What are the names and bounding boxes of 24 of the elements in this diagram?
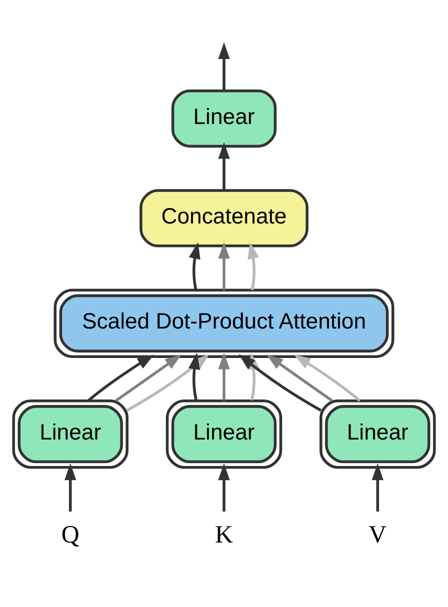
arrow (266, 354, 333, 402)
node-box: Linear (171, 89, 277, 148)
node-text: V (368, 522, 387, 549)
node-box: Linear (12, 400, 128, 469)
node-box: Linear (320, 400, 436, 469)
node-text: K (215, 522, 233, 549)
arrow (238, 354, 322, 412)
arrow (294, 354, 361, 402)
arrow (218, 42, 230, 90)
arrow (218, 242, 230, 290)
arrow (188, 352, 200, 401)
arrow (115, 354, 182, 402)
arrow (218, 142, 230, 190)
node-box: Concatenate (140, 189, 308, 248)
arrow (87, 354, 154, 402)
arrow (218, 352, 230, 400)
arrow (218, 463, 230, 512)
node-box: Linear (166, 400, 282, 469)
arrow (372, 463, 384, 512)
node-text: Q (61, 522, 80, 549)
arrow (188, 242, 200, 290)
arrow (64, 463, 76, 512)
node-box: Scaled Dot-Product Attention (54, 288, 394, 358)
arrow (248, 242, 260, 290)
